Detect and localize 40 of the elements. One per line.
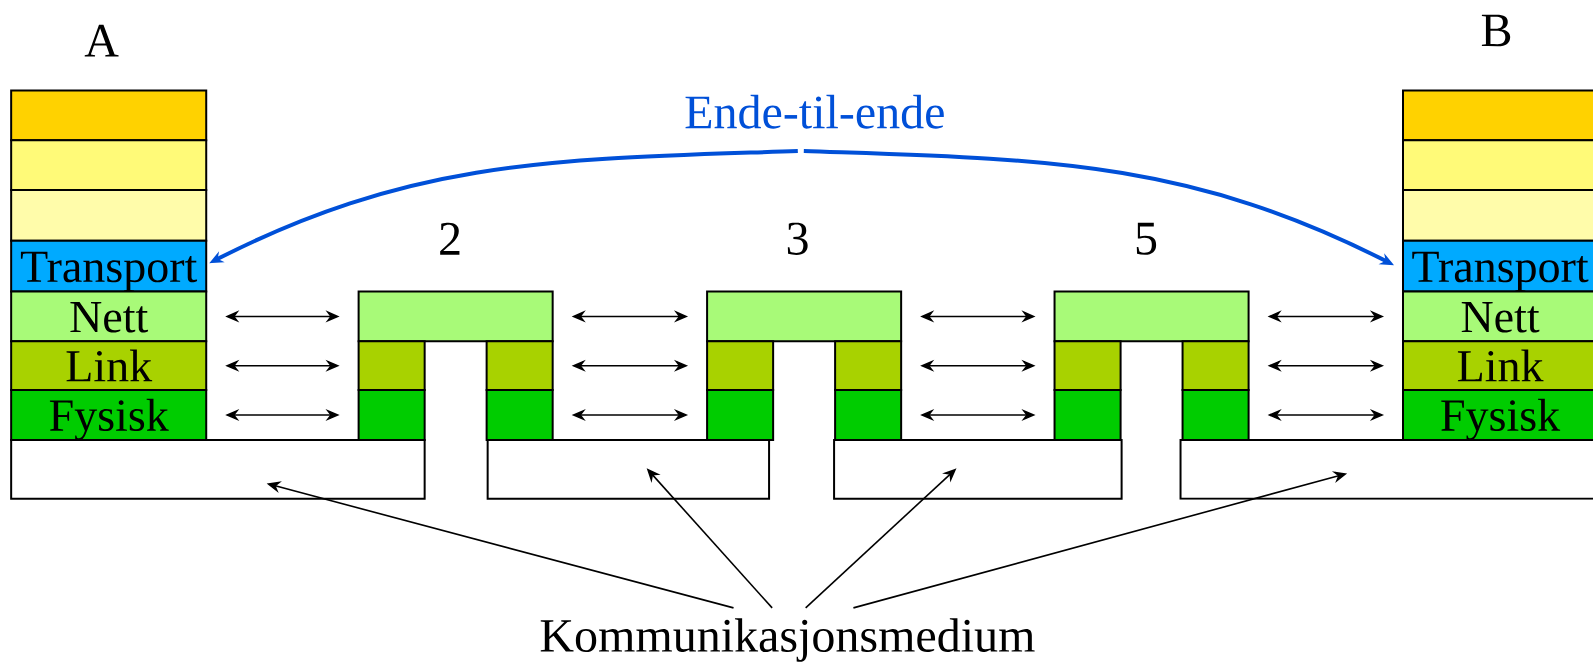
layer-box xyxy=(1053,290,1250,343)
layer-box xyxy=(1181,340,1250,392)
caption-text: Kommunikasjonsmedium xyxy=(540,618,1035,662)
layer-box: Link xyxy=(1402,340,1593,392)
layer-box xyxy=(10,188,208,242)
station-label: A xyxy=(84,24,119,57)
layer-box xyxy=(1402,139,1593,191)
medium-bar xyxy=(833,438,1123,500)
layer-box xyxy=(1402,188,1593,242)
layer-box xyxy=(1402,89,1593,142)
layer-box: Transport xyxy=(1402,239,1593,293)
layer-box xyxy=(1053,340,1122,392)
layer-box xyxy=(706,340,775,392)
layer-box xyxy=(834,389,903,441)
layer-box xyxy=(706,290,903,343)
layer-box xyxy=(1181,389,1250,441)
node-number: 3 xyxy=(787,222,808,255)
medium-bar xyxy=(10,438,426,500)
layer-box: Fysisk xyxy=(10,389,208,441)
layer-box xyxy=(357,340,426,392)
layer-box: Nett xyxy=(10,290,208,343)
layer-box: Link xyxy=(10,340,208,392)
layer-box: Transport xyxy=(10,239,208,293)
layer-box: Nett xyxy=(1402,290,1593,343)
layer-box xyxy=(1053,389,1122,441)
node-number: 5 xyxy=(1136,222,1157,255)
arrow-label: Ende-til-ende xyxy=(685,94,944,129)
node-number: 2 xyxy=(440,222,460,255)
layer-box xyxy=(706,389,775,441)
layer-box xyxy=(834,340,903,392)
layer-box: Fysisk xyxy=(1402,389,1593,441)
medium-bar xyxy=(486,438,771,500)
layer-box xyxy=(10,139,208,191)
layer-box xyxy=(10,89,208,142)
layer-box xyxy=(357,389,426,441)
medium-bar xyxy=(1179,438,1593,500)
layer-box xyxy=(485,340,554,392)
station-label: B xyxy=(1481,14,1511,47)
layer-box xyxy=(485,389,554,441)
layer-box xyxy=(357,290,554,343)
